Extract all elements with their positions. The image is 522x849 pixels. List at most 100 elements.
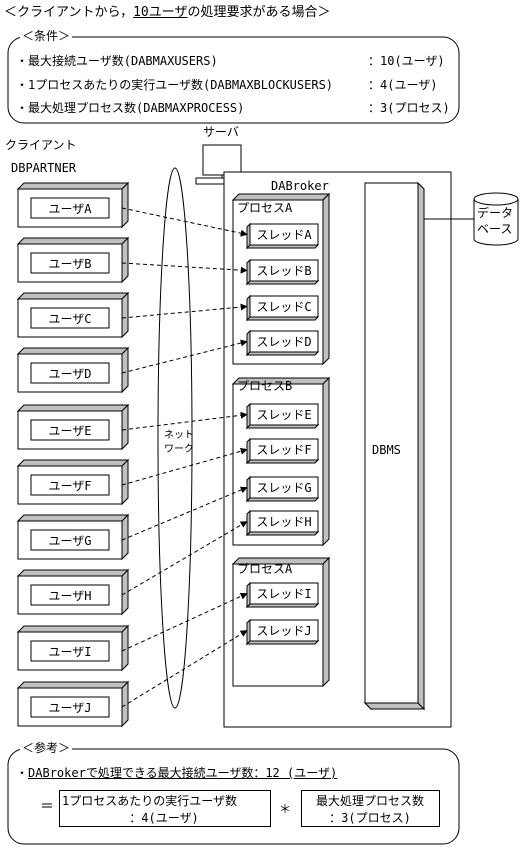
thread-label: スレッドF (256, 443, 311, 457)
dbms-label: DBMS (372, 443, 401, 457)
reference-label: ＜参考＞ (20, 741, 73, 755)
request-arrow (121, 521, 248, 596)
formula-box-users-per-process: 1プロセスあたりの実行ユーザ数 ：4(ユーザ) (59, 790, 271, 827)
reference-line: ・DABrokerで処理できる最大接続ユーザ数：12 (ユーザ) (16, 766, 337, 780)
user-label-box (30, 529, 110, 551)
formula-box2-line2: ：3(プロセス) (329, 811, 411, 825)
user-block: ユーザB (16, 236, 130, 284)
network-label-line2: ワーク (164, 444, 194, 455)
client-product-label: DBPARTNER (11, 161, 77, 175)
user-label-box (30, 197, 110, 219)
user-label: ユーザD (49, 367, 92, 381)
database-label-line2: ベース (477, 222, 513, 236)
condition-value-2: ：4(ユーザ) (368, 78, 438, 92)
title-post: の処理要求がある場合＞ (187, 5, 331, 20)
user-block: ユーザA (16, 181, 130, 229)
thread-block: スレッドE (245, 402, 320, 430)
database-cylinder-icon (473, 192, 519, 246)
thread-block: スレッドB (245, 258, 320, 286)
thread-block: スレッドC (245, 294, 320, 322)
process-label: プロセスA (237, 201, 293, 215)
title-pre: ＜クライアントから， (4, 5, 134, 20)
user-label-box (30, 252, 110, 274)
condition-value-3: ：3(プロセス) (368, 101, 450, 115)
thread-label: スレッドJ (256, 624, 311, 638)
network-label-line1: ネット (164, 430, 194, 441)
user-label-box (30, 307, 110, 329)
user-label: ユーザB (49, 257, 92, 271)
user-label-box (30, 362, 110, 384)
thread-label: スレッドI (256, 587, 311, 601)
title-emphasis: 10ユーザ (133, 5, 188, 20)
user-layer: ユーザA ユーザB ユーザC ユーザD ユーザE ユーザF ユーザG ユーザH ユーザI ユーザJ (16, 181, 130, 728)
server-computer-icon (195, 144, 242, 185)
user-block: ユーザI (16, 624, 130, 672)
thread-label: スレッドE (256, 408, 311, 422)
reference-statement: DABrokerで処理できる最大接続ユーザ数：12 (ユーザ) (28, 766, 338, 780)
thread-block: スレッドD (245, 329, 320, 357)
user-block: ユーザH (16, 568, 130, 616)
thread-label: スレッドB (256, 264, 311, 278)
condition-text-2: ・1プロセスあたりの実行ユーザ数(DABMAXBLOCKUSERS) (16, 78, 334, 92)
process-block: プロセスB スレッドE スレッドF スレッドG スレッドH (231, 376, 331, 547)
user-label: ユーザG (49, 534, 92, 548)
user-label: ユーザJ (49, 701, 92, 715)
thread-block: スレッドH (245, 509, 320, 537)
thread-block: スレッドI (245, 581, 320, 609)
condition-text-3: ・最大処理プロセス数(DABMAXPROCESS) (16, 101, 245, 115)
thread-block: スレッドF (245, 437, 320, 465)
database-label-line1: データ (477, 206, 514, 220)
reference-bullet: ・ (16, 766, 29, 780)
request-arrow (121, 630, 248, 708)
process-label: プロセスB (237, 379, 292, 393)
thread-block: スレッドJ (245, 618, 320, 646)
user-label-box (30, 696, 110, 718)
formula-box1-line1: 1プロセスあたりの実行ユーザ数 (62, 794, 237, 808)
user-block: ユーザE (16, 403, 130, 451)
arrow-layer (121, 207, 248, 708)
user-label: ユーザF (49, 479, 92, 493)
multiply-sign: ＊ (279, 802, 292, 816)
formula-box2-line1: 最大処理プロセス数 (315, 794, 424, 808)
reference-box (7, 748, 460, 845)
user-label: ユーザE (49, 424, 92, 438)
thread-label: スレッドH (256, 515, 311, 529)
thread-label: スレッドA (256, 228, 312, 242)
user-block: ユーザF (16, 458, 130, 506)
thread-label: スレッドD (256, 335, 311, 349)
client-label: クライアント (5, 138, 77, 152)
formula-box1-line2: ：4(ユーザ) (129, 811, 199, 825)
user-block: ユーザC (16, 291, 130, 339)
request-arrow (121, 486, 248, 541)
user-label: ユーザH (49, 589, 92, 603)
request-arrow (121, 592, 248, 652)
user-label: ユーザI (49, 645, 92, 659)
server-label: サーバ (203, 125, 239, 139)
request-arrow (121, 339, 248, 374)
thread-block: スレッドG (245, 475, 320, 503)
network-ellipse (157, 167, 193, 709)
user-label: ユーザC (49, 312, 92, 326)
formula-box-max-processes: 最大処理プロセス数 ：3(プロセス) (301, 790, 440, 827)
user-block: ユーザD (16, 346, 130, 394)
process-block: プロセスA スレッドA スレッドB スレッドC スレッドD (231, 192, 331, 366)
request-arrow (121, 447, 248, 486)
process-block: プロセスA スレッドI スレッドJ (231, 556, 331, 688)
process-label: プロセスA (237, 562, 293, 576)
dbms-box (363, 181, 426, 711)
user-label-box (30, 419, 110, 441)
user-label-box (30, 640, 110, 662)
user-block: ユーザJ (16, 680, 130, 728)
condition-text-1: ・最大接続ユーザ数(DABMAXUSERS) (16, 54, 218, 68)
user-label-box (30, 474, 110, 496)
thread-label: スレッドC (256, 300, 311, 314)
diagram-title: ＜クライアントから，10ユーザの処理要求がある場合＞ (4, 6, 331, 20)
request-arrow (121, 207, 248, 237)
user-label: ユーザA (49, 202, 93, 216)
conditions-box (7, 36, 460, 124)
condition-value-1: ：10(ユーザ) (368, 54, 445, 68)
user-label-box (30, 584, 110, 606)
user-block: ユーザG (16, 513, 130, 561)
thread-label: スレッドG (256, 481, 311, 495)
